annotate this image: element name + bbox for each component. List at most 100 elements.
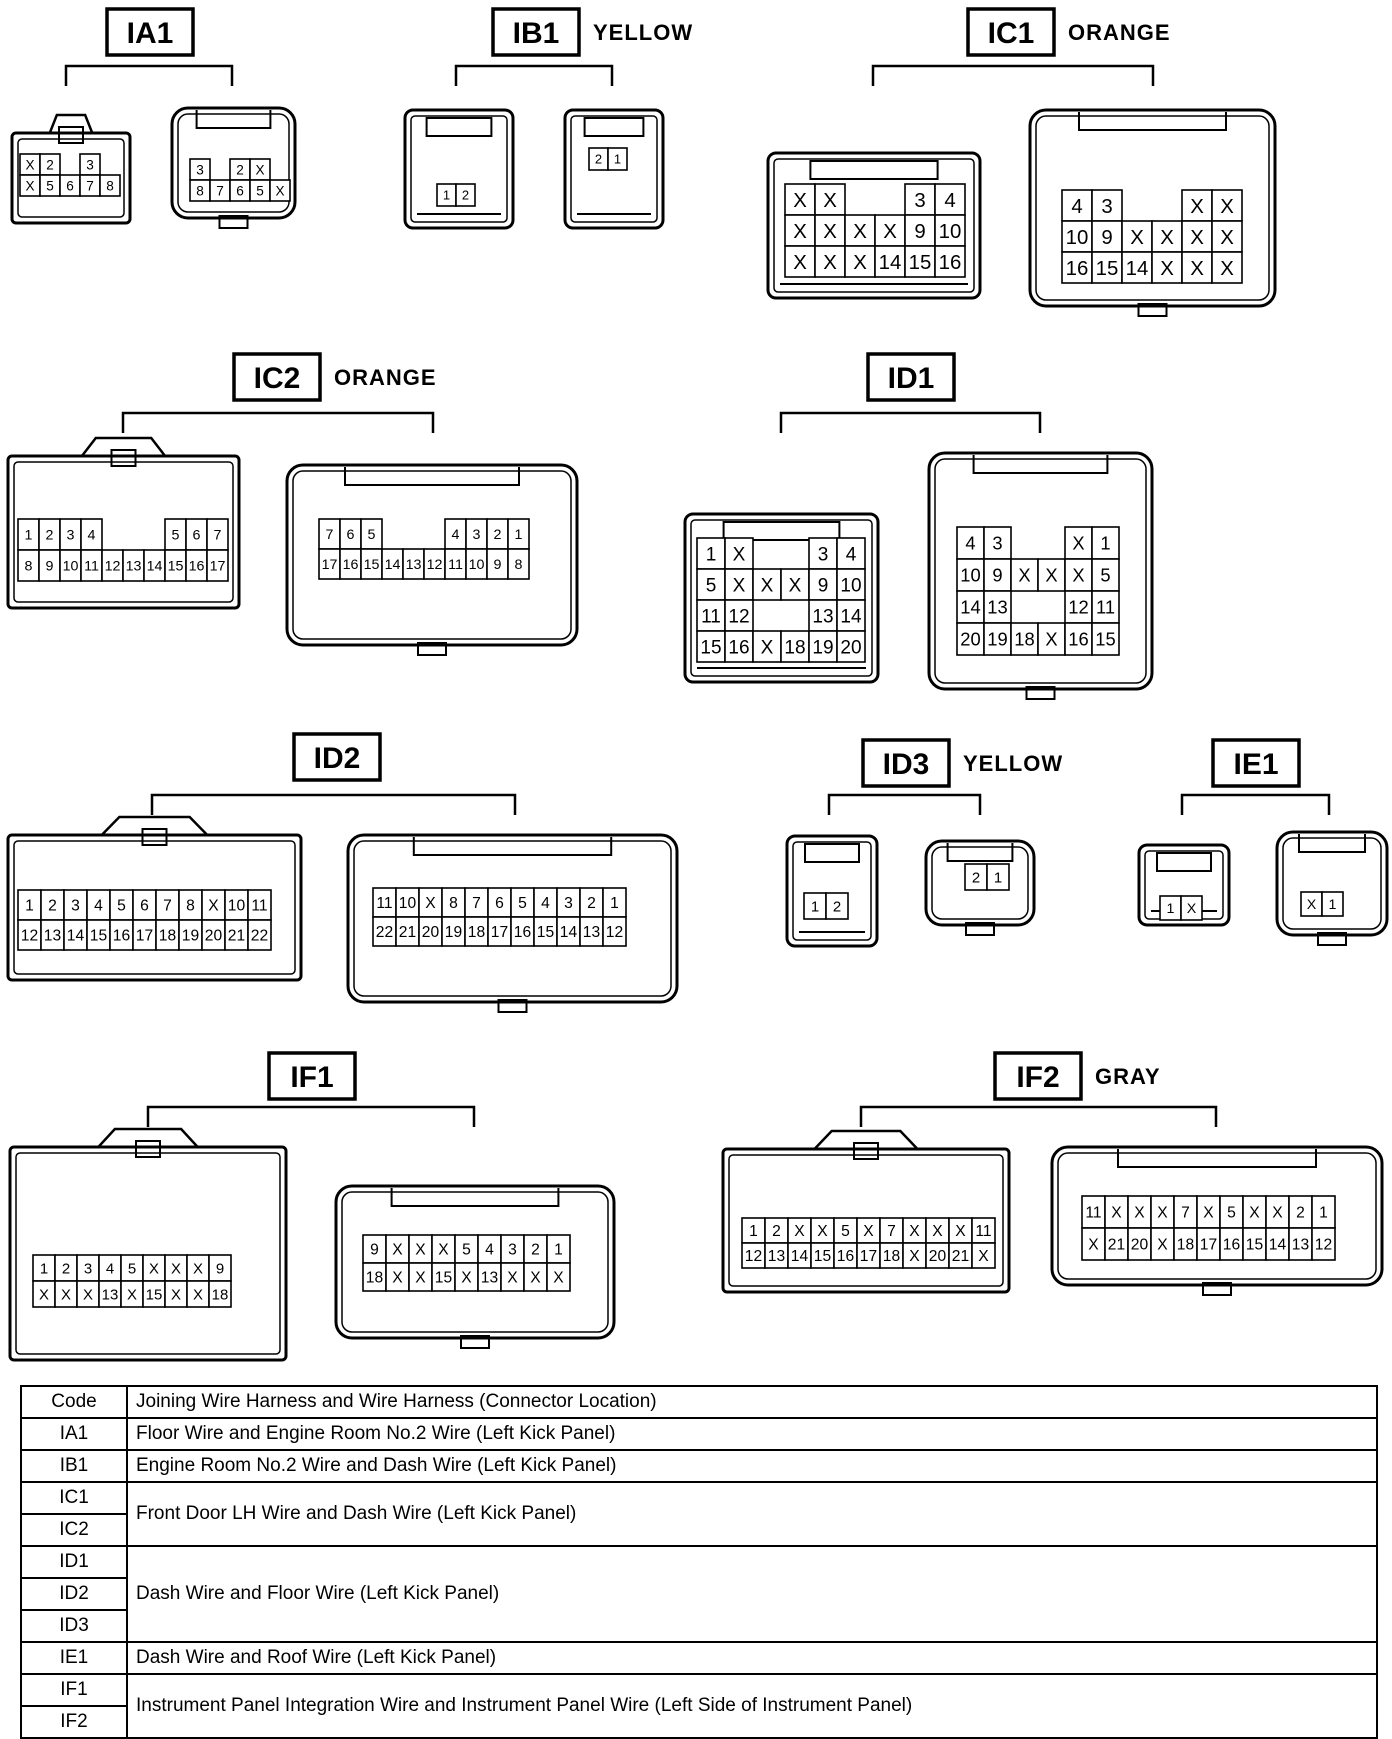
pin-number: 20 xyxy=(1131,1237,1149,1254)
pin-cell xyxy=(825,892,849,920)
pin-number: 2 xyxy=(494,527,502,543)
pin-number: 3 xyxy=(818,544,829,565)
pin-number: 16 xyxy=(1068,629,1088,650)
unused-pin-label: X xyxy=(438,1242,449,1259)
pin-cell xyxy=(724,630,754,663)
pin-number: 14 xyxy=(840,606,862,627)
pin-cell xyxy=(904,214,936,247)
view-bracket xyxy=(121,411,435,433)
pin-cell xyxy=(1151,251,1183,284)
pin-number: 18 xyxy=(1014,629,1034,650)
pin-number: 14 xyxy=(1126,258,1149,280)
pin-number: 1 xyxy=(614,152,621,167)
pin-cell xyxy=(1091,526,1120,560)
unused-pin-label: X xyxy=(761,575,774,596)
pin-number: 15 xyxy=(1096,258,1119,280)
connector-code-box xyxy=(1211,738,1301,788)
pin-cell xyxy=(808,599,838,632)
unused-pin-label: X xyxy=(823,221,837,243)
pin-number: 2 xyxy=(462,188,469,203)
pin-number: 22 xyxy=(251,928,268,945)
pin-number: 1 xyxy=(610,895,619,912)
pin-number: 6 xyxy=(193,528,201,544)
unused-pin-label: X xyxy=(909,1248,920,1265)
view-bracket xyxy=(454,64,614,86)
pin-number: 1 xyxy=(554,1242,563,1259)
unused-pin-label: X xyxy=(530,1270,541,1287)
pin-number: 14 xyxy=(960,597,980,618)
pin-number: 1 xyxy=(1167,901,1175,917)
unused-pin-label: X xyxy=(793,190,807,212)
pin-cell xyxy=(1061,251,1093,284)
connector-code: IC1 xyxy=(988,17,1035,50)
pin-number: 6 xyxy=(66,178,74,193)
unused-pin-label: X xyxy=(1045,565,1057,586)
unused-pin-label: X xyxy=(1249,1205,1260,1222)
pin-number: 15 xyxy=(146,1286,163,1303)
connector-code-cell: IC1 xyxy=(20,1481,128,1515)
connector-code: ID1 xyxy=(888,362,935,395)
connector-code-box xyxy=(292,732,382,782)
unused-pin-label: X xyxy=(1111,1205,1122,1222)
pin-number: 13 xyxy=(126,559,142,575)
pin-number: 3 xyxy=(914,190,925,212)
connector-code: IE1 xyxy=(1233,748,1278,781)
unused-pin-label: X xyxy=(127,1286,137,1303)
pin-number: 3 xyxy=(86,157,94,172)
pin-cell xyxy=(844,245,876,278)
pin-number: 9 xyxy=(992,565,1002,586)
pin-cell xyxy=(836,568,866,601)
connector-code: IB1 xyxy=(513,17,560,50)
pin-number: 1 xyxy=(515,527,523,543)
unused-pin-label: X xyxy=(1272,1205,1283,1222)
unused-pin-label: X xyxy=(1220,227,1234,249)
pin-number: 6 xyxy=(236,183,244,198)
pin-number: 20 xyxy=(205,928,223,945)
connector-code-box xyxy=(105,7,195,57)
pin-number: 13 xyxy=(812,606,833,627)
unused-pin-label: X xyxy=(932,1223,943,1240)
pin-number: 20 xyxy=(422,924,440,941)
pin-number: 10 xyxy=(399,895,417,912)
pin-cell xyxy=(206,549,229,582)
connector-code-box xyxy=(866,352,956,402)
pin-number: 4 xyxy=(106,1260,114,1277)
pin-number: 12 xyxy=(105,559,121,575)
pin-number: 8 xyxy=(449,895,458,912)
pin-number: 15 xyxy=(814,1248,832,1265)
unused-pin-label: X xyxy=(25,178,34,193)
pin-cell xyxy=(1211,251,1243,284)
unused-pin-label: X xyxy=(193,1286,203,1303)
connector-code-cell: IF2 xyxy=(20,1705,128,1739)
unused-pin-label: X xyxy=(149,1260,159,1277)
pin-cell xyxy=(546,1262,571,1292)
pin-number: 4 xyxy=(944,190,955,212)
pin-number: 11 xyxy=(448,557,463,573)
connector-code-cell: ID1 xyxy=(20,1545,128,1579)
pin-number: 7 xyxy=(214,528,222,544)
pin-number: 21 xyxy=(399,924,416,941)
pin-number: 15 xyxy=(909,252,932,274)
pin-number: 5 xyxy=(256,183,264,198)
description-column-header: Joining Wire Harness and Wire Harness (C… xyxy=(126,1385,1378,1419)
pin-number: 21 xyxy=(952,1248,969,1265)
pin-number: 14 xyxy=(67,928,85,945)
unused-pin-label: X xyxy=(1190,227,1204,249)
connector-code-cell: IB1 xyxy=(20,1449,128,1483)
view-bracket xyxy=(859,1105,1218,1127)
unused-pin-label: X xyxy=(507,1270,518,1287)
pin-number: 9 xyxy=(216,1260,224,1277)
unused-pin-label: X xyxy=(853,252,867,274)
